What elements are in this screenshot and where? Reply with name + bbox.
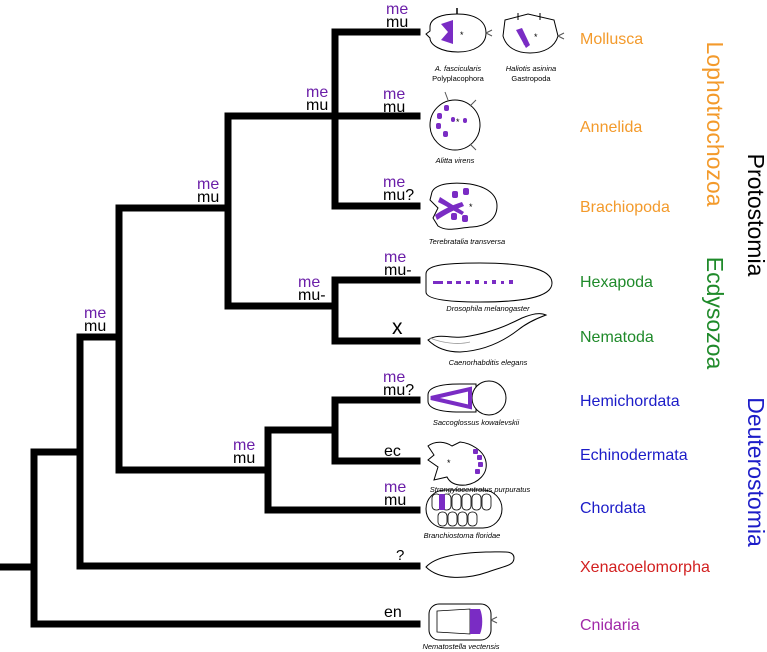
species-hemichordata: Saccoglossus kowalevskii: [433, 418, 520, 427]
marker-mollusca-me: me: [386, 1, 408, 18]
marker-node-protostomia-me: me: [197, 176, 219, 193]
taxon-hemichordata: Hemichordata: [580, 393, 680, 410]
marker-hemichordata-mu: mu?: [383, 382, 414, 399]
sea-urchin-larva-illustration: *: [427, 441, 487, 486]
taxon-hexapoda: Hexapoda: [580, 274, 653, 291]
species-cnidaria: Nematostella vectensis: [422, 642, 499, 651]
nematode-worm-illustration: [427, 313, 548, 353]
species-mollusca-2: Haliotis asinina: [506, 64, 556, 73]
taxon-mollusca: Mollusca: [580, 31, 643, 48]
chiton-larva-illustration: *: [425, 8, 493, 53]
species-annelida: Alitta virens: [435, 156, 475, 165]
taxon-chordata: Chordata: [580, 500, 646, 517]
species-mollusca-1: A. fascicularis: [434, 64, 482, 73]
marker-chordata-me: me: [384, 479, 406, 496]
clade-protostomia: Protostomia: [743, 154, 767, 277]
marker-nematoda: x: [392, 316, 403, 339]
marker-mollusca-mu: mu: [386, 14, 408, 31]
marker-node-bilateria-mu: mu: [84, 318, 106, 335]
clade-ecdysozoa: Ecdysozoa: [702, 257, 728, 370]
marker-node-deuterostomia-mu: mu: [233, 450, 255, 467]
taxon-xenacoelomorpha: Xenacoelomorpha: [580, 559, 710, 576]
svg-text:*: *: [469, 202, 473, 212]
taxon-cnidaria: Cnidaria: [580, 617, 640, 634]
marker-node-deuterostomia-me: me: [233, 437, 255, 454]
species-hexapoda: Drosophila melanogaster: [446, 304, 530, 313]
svg-text:*: *: [447, 458, 451, 468]
marker-cnidaria: en: [384, 604, 402, 621]
marker-annelida-me: me: [383, 86, 405, 103]
clade-deuterostomia: Deuterostomia: [743, 397, 767, 547]
species-labels: A. fascicularis Polyplacophora Haliotis …: [422, 64, 556, 651]
marker-hexapoda-mu: mu-: [384, 262, 412, 279]
tree-branches: [0, 28, 421, 628]
illustrations: * * *: [425, 8, 565, 641]
svg-text:*: *: [456, 117, 460, 127]
marker-node-spiralia-mu: mu: [306, 97, 328, 114]
brachiopod-larva-illustration: *: [429, 182, 498, 230]
taxon-nematoda: Nematoda: [580, 329, 654, 346]
species-brachiopoda: Terebratalia transversa: [429, 237, 505, 246]
drosophila-embryo-illustration: [425, 262, 553, 303]
species-echinodermata: Strongylocentrotus purpuratus: [430, 485, 531, 494]
species-chordata: Branchiostoma floridae: [424, 531, 501, 540]
svg-text:*: *: [460, 30, 464, 40]
amphioxus-embryo-illustration: [425, 489, 503, 529]
taxon-labels: Mollusca Annelida Brachiopoda Hexapoda N…: [580, 31, 710, 634]
marker-node-ecdysozoa-mu: mu-: [298, 287, 326, 304]
marker-node-bilateria-me: me: [84, 305, 106, 322]
marker-annelida-mu: mu: [383, 99, 405, 116]
marker-echinodermata: ec: [384, 443, 401, 460]
marker-node-spiralia-me: me: [306, 84, 328, 101]
acoel-worm-illustration: [425, 551, 515, 578]
marker-node-protostomia-mu: mu: [197, 189, 219, 206]
markers: me mu me mu me mu me mu me mu? me mu- me…: [84, 1, 414, 621]
svg-text:*: *: [534, 32, 538, 42]
species-mollusca-1-group: Polyplacophora: [432, 74, 485, 83]
marker-chordata-mu: mu: [384, 492, 406, 509]
hemichordate-embryo-illustration: [427, 380, 507, 416]
taxon-brachiopoda: Brachiopoda: [580, 199, 670, 216]
clade-labels: Lophotrochozoa Protostomia Ecdysozoa Deu…: [702, 42, 767, 547]
marker-hexapoda-me: me: [384, 249, 406, 266]
marker-brachiopoda-mu: mu?: [383, 187, 414, 204]
nematostella-planula-illustration: [428, 603, 498, 641]
taxon-annelida: Annelida: [580, 119, 642, 136]
species-nematoda: Caenorhabditis elegans: [449, 358, 528, 367]
marker-xenacoelomorpha: ?: [396, 547, 404, 564]
clade-lophotrochozoa: Lophotrochozoa: [702, 42, 728, 207]
marker-hemichordata-me: me: [383, 369, 405, 386]
marker-brachiopoda-me: me: [383, 174, 405, 191]
taxon-echinodermata: Echinodermata: [580, 447, 688, 464]
marker-node-ecdysozoa-me: me: [298, 274, 320, 291]
abalone-larva-illustration: *: [502, 13, 565, 54]
annelid-larva-illustration: *: [429, 91, 481, 151]
species-mollusca-2-group: Gastropoda: [511, 74, 551, 83]
